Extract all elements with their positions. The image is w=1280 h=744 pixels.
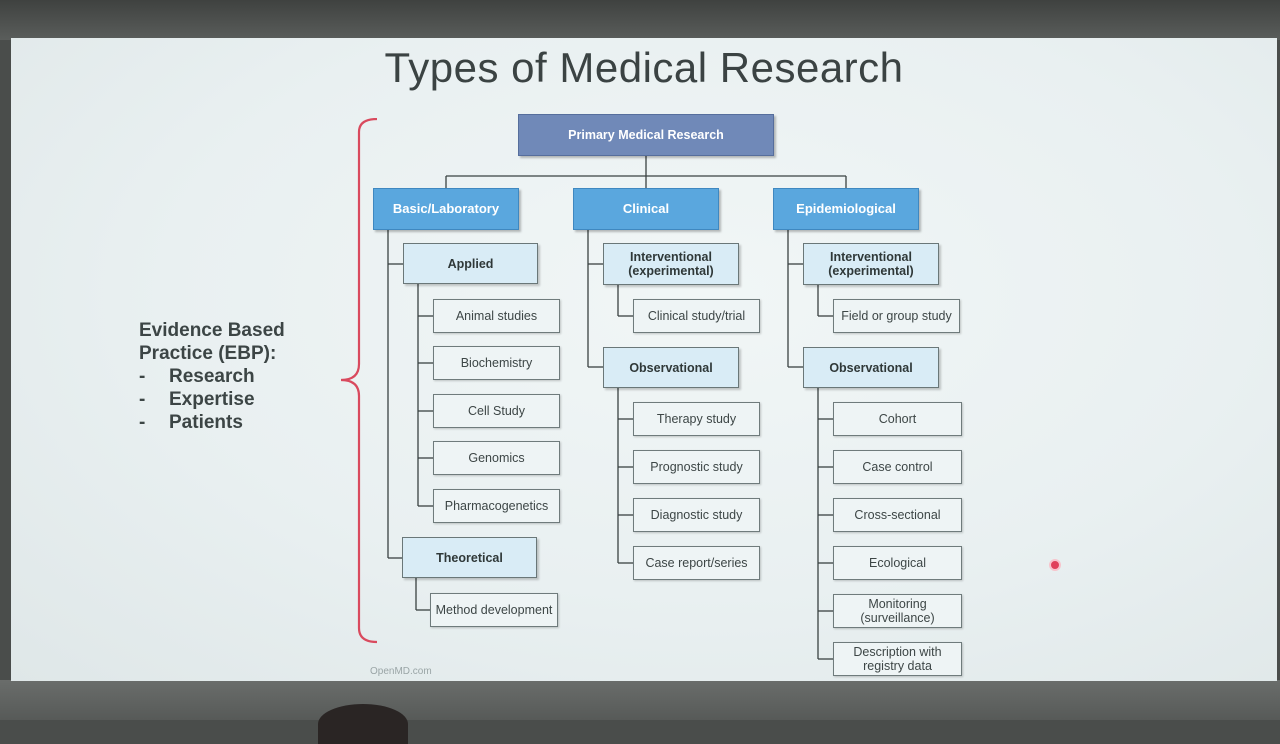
node-prognostic-study: Prognostic study xyxy=(633,450,760,484)
node-method-development: Method development xyxy=(430,593,558,627)
node-epi-interventional: Interventional (experimental) xyxy=(803,243,939,285)
laser-pointer-dot xyxy=(1049,559,1061,571)
node-applied: Applied xyxy=(403,243,538,284)
node-epi-observational: Observational xyxy=(803,347,939,388)
ebp-dash: - xyxy=(139,366,146,387)
node-epidemiological: Epidemiological xyxy=(773,188,919,230)
node-monitoring-surveillance: Monitoring (surveillance) xyxy=(833,594,962,628)
slide-footer-watermark: OpenMD.com xyxy=(370,666,432,677)
ebp-heading-line-2: Practice (EBP): xyxy=(139,343,277,364)
node-cross-sectional: Cross-sectional xyxy=(833,498,962,532)
slide-title: Types of Medical Research xyxy=(384,44,904,91)
node-clinical-observational: Observational xyxy=(603,347,739,388)
node-theoretical: Theoretical xyxy=(402,537,537,578)
ebp-dash: - xyxy=(139,412,146,433)
tree-connectors xyxy=(387,156,847,660)
node-cohort: Cohort xyxy=(833,402,962,436)
node-clinical-interventional: Interventional (experimental) xyxy=(603,243,739,285)
node-genomics: Genomics xyxy=(433,441,560,475)
node-diagnostic-study: Diagnostic study xyxy=(633,498,760,532)
projected-slide: Types of Medical Research Evidence Based… xyxy=(11,38,1277,681)
ebp-item-label: Patients xyxy=(169,412,243,433)
ebp-text-block: Evidence Based Practice (EBP): - Researc… xyxy=(139,319,285,434)
room-wall-top xyxy=(0,0,1280,40)
room-wall-bottom xyxy=(0,680,1280,720)
node-clinical-study-trial: Clinical study/trial xyxy=(633,299,760,333)
node-therapy-study: Therapy study xyxy=(633,402,760,436)
node-ecological: Ecological xyxy=(833,546,962,580)
node-field-or-group-study: Field or group study xyxy=(833,299,960,333)
node-biochemistry: Biochemistry xyxy=(433,346,560,380)
node-case-report-series: Case report/series xyxy=(633,546,760,580)
node-description-registry-data: Description with registry data xyxy=(833,642,962,676)
node-animal-studies: Animal studies xyxy=(433,299,560,333)
node-case-control: Case control xyxy=(833,450,962,484)
curly-bracket xyxy=(340,118,378,644)
node-cell-study: Cell Study xyxy=(433,394,560,428)
ebp-item-label: Research xyxy=(169,366,255,387)
ebp-heading-line-1: Evidence Based xyxy=(139,320,285,341)
node-primary-medical-research: Primary Medical Research xyxy=(518,114,774,156)
ebp-item-research: - Research xyxy=(139,365,285,388)
ebp-item-patients: - Patients xyxy=(139,411,285,434)
node-clinical: Clinical xyxy=(573,188,719,230)
ebp-dash: - xyxy=(139,389,146,410)
node-basic-laboratory: Basic/Laboratory xyxy=(373,188,519,230)
audience-head xyxy=(318,704,408,744)
node-pharmacogenetics: Pharmacogenetics xyxy=(433,489,560,523)
ebp-item-expertise: - Expertise xyxy=(139,388,285,411)
ebp-item-label: Expertise xyxy=(169,389,255,410)
